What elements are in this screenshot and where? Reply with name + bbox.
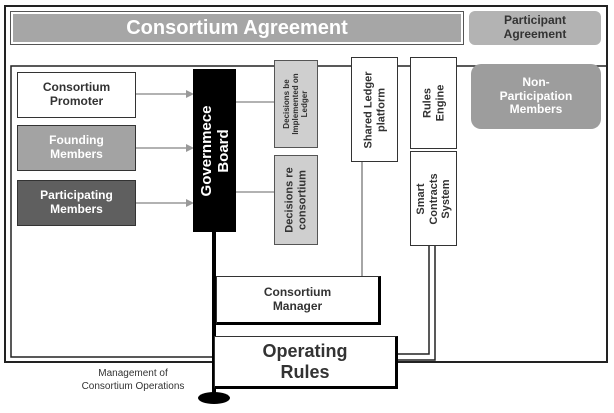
founding-members-label: Founding Members — [49, 133, 104, 161]
founding-members-box: Founding Members — [17, 125, 136, 171]
contracts-to-rules-line-b — [398, 246, 436, 361]
consortium-promoter-box: Consortium Promoter — [17, 72, 136, 118]
rules-engine-box: Rules Engine — [410, 57, 457, 149]
participating-members-label: Participating Members — [40, 188, 113, 216]
contracts-to-rules-line-a — [398, 246, 430, 355]
shared-ledger-box: Shared Ledger platform — [351, 57, 398, 162]
decisions-consortium-label: Decisions re consortium — [283, 167, 308, 233]
shared-ledger-label: Shared Ledger platform — [361, 70, 387, 149]
rules-engine-label: Rules Engine — [420, 84, 446, 122]
operating-rules-label: Operating Rules — [262, 340, 348, 382]
consortium-manager-box: Consortium Manager — [216, 276, 381, 325]
consortium-manager-label: Consortium Manager — [263, 284, 332, 313]
board-stem-base — [198, 392, 230, 404]
operating-rules-box: Operating Rules — [214, 336, 398, 389]
decisions-ledger-label: Decisions be Implemented on Ledger — [282, 73, 310, 135]
governance-board-box: Governmece Board — [193, 69, 236, 232]
smart-contracts-box: Smart Contracts System — [410, 151, 457, 246]
participating-arrowhead — [186, 199, 194, 207]
non-participation-label: Non- Participation Members — [499, 74, 573, 117]
consortium-agreement-title: Consortium Agreement — [126, 16, 348, 39]
participant-agreement-box: Participant Agreement — [469, 11, 601, 45]
founding-arrowhead — [186, 144, 194, 152]
participant-agreement-label: Participant Agreement — [503, 13, 567, 41]
participating-members-box: Participating Members — [17, 180, 136, 226]
non-participation-box: Non- Participation Members — [471, 64, 601, 129]
decisions-ledger-box: Decisions be Implemented on Ledger — [274, 60, 318, 148]
consortium-agreement-banner: Consortium Agreement — [10, 11, 464, 45]
governance-board-label: Governmece Board — [197, 105, 232, 196]
promoter-arrowhead — [186, 90, 194, 98]
smart-contracts-label: Smart Contracts System — [414, 172, 452, 225]
decisions-consortium-box: Decisions re consortium — [274, 155, 318, 245]
management-caption: Management of Consortium Operations — [81, 368, 185, 392]
consortium-promoter-label: Consortium Promoter — [42, 80, 111, 108]
